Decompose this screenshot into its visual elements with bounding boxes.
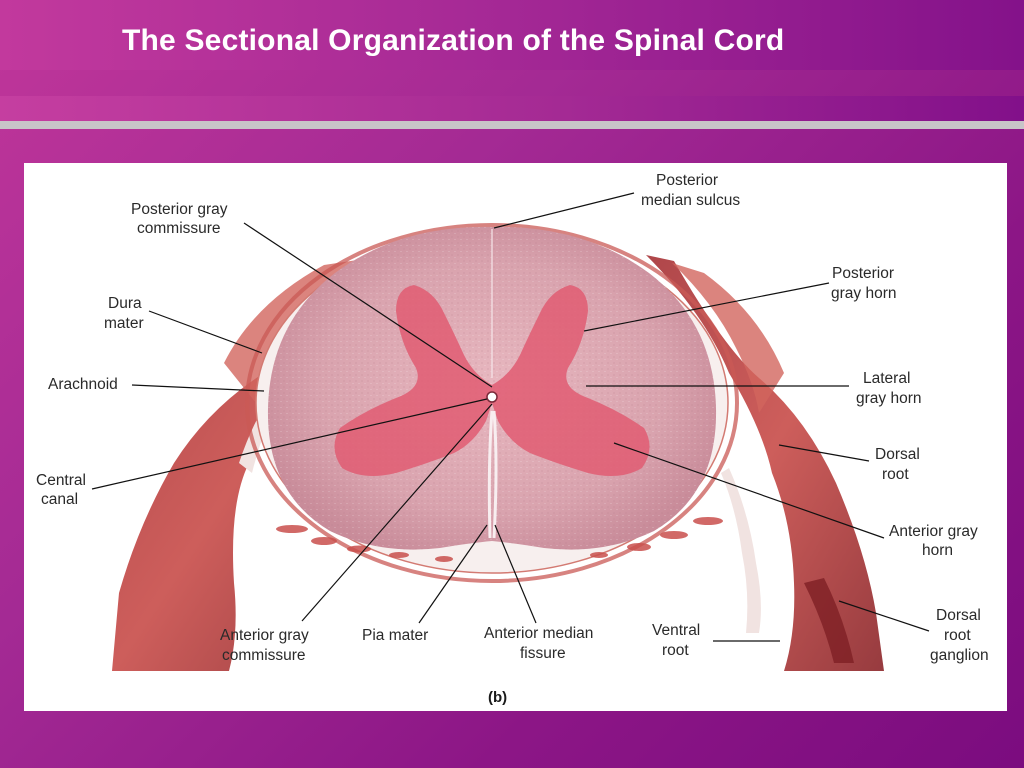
- svg-text:gray horn: gray horn: [856, 390, 921, 407]
- label-anterior-gray-horn: Anterior gray horn: [889, 523, 978, 559]
- svg-text:mater: mater: [104, 315, 144, 332]
- svg-text:Dorsal: Dorsal: [936, 607, 981, 624]
- svg-text:Anterior median: Anterior median: [484, 625, 593, 642]
- decorative-rule: [0, 121, 1024, 129]
- label-dorsal-root-ganglion: Dorsal root ganglion: [930, 607, 989, 664]
- dura-mater-ring: [245, 223, 739, 583]
- svg-text:Posterior gray: Posterior gray: [131, 201, 228, 218]
- label-arachnoid: Arachnoid: [48, 376, 118, 393]
- svg-text:horn: horn: [922, 542, 953, 559]
- svg-text:ganglion: ganglion: [930, 647, 989, 664]
- label-anterior-gray-commissure: Anterior gray commissure: [220, 627, 309, 664]
- label-anterior-median-fissure: Anterior median fissure: [484, 625, 593, 662]
- central-canal-shape: [486, 391, 498, 403]
- svg-text:Ventral: Ventral: [652, 622, 700, 639]
- svg-text:Anterior gray: Anterior gray: [220, 627, 309, 644]
- label-posterior-gray-commissure: Posterior gray commissure: [131, 201, 228, 237]
- svg-text:commissure: commissure: [222, 647, 306, 664]
- figure-sublabel: (b): [488, 689, 507, 706]
- label-posterior-median-sulcus: Posterior median sulcus: [641, 172, 740, 209]
- svg-text:Posterior: Posterior: [832, 265, 894, 282]
- label-pia-mater: Pia mater: [362, 627, 428, 644]
- svg-text:median sulcus: median sulcus: [641, 192, 740, 209]
- svg-text:root: root: [882, 466, 909, 483]
- svg-text:Dorsal: Dorsal: [875, 446, 920, 463]
- gray-matter: [334, 285, 650, 477]
- svg-text:Central: Central: [36, 472, 86, 489]
- svg-text:gray horn: gray horn: [831, 285, 896, 302]
- label-ventral-root: Ventral root: [652, 622, 700, 659]
- leader-lines: [91, 192, 930, 642]
- label-central-canal: Central canal: [36, 472, 86, 508]
- svg-text:fissure: fissure: [520, 645, 566, 662]
- slide-title: The Sectional Organization of the Spinal…: [122, 24, 785, 57]
- figure-panel: Posterior median sulcus Posterior gray c…: [24, 163, 1007, 711]
- right-dorsal-root-tissue: [646, 255, 884, 671]
- subarachnoid-trabeculae: [276, 517, 723, 562]
- svg-text:Pia mater: Pia mater: [362, 627, 428, 644]
- svg-text:Arachnoid: Arachnoid: [48, 376, 118, 393]
- svg-text:root: root: [662, 642, 689, 659]
- svg-text:Dura: Dura: [108, 295, 142, 312]
- svg-text:root: root: [944, 627, 971, 644]
- svg-text:Anterior gray: Anterior gray: [889, 523, 978, 540]
- decorative-band: [0, 96, 1024, 121]
- label-dura-mater: Dura mater: [104, 295, 144, 332]
- title-bar: The Sectional Organization of the Spinal…: [0, 0, 1024, 70]
- anterior-median-fissure-shape: [487, 410, 498, 539]
- svg-text:canal: canal: [41, 491, 78, 508]
- svg-text:Posterior: Posterior: [656, 172, 718, 189]
- spinal-cord-section-diagram: Posterior median sulcus Posterior gray c…: [36, 172, 989, 706]
- svg-text:Lateral: Lateral: [863, 370, 910, 387]
- label-posterior-gray-horn: Posterior gray horn: [831, 265, 896, 302]
- label-dorsal-root: Dorsal root: [875, 446, 920, 483]
- label-lateral-gray-horn: Lateral gray horn: [856, 370, 921, 407]
- svg-text:commissure: commissure: [137, 220, 221, 237]
